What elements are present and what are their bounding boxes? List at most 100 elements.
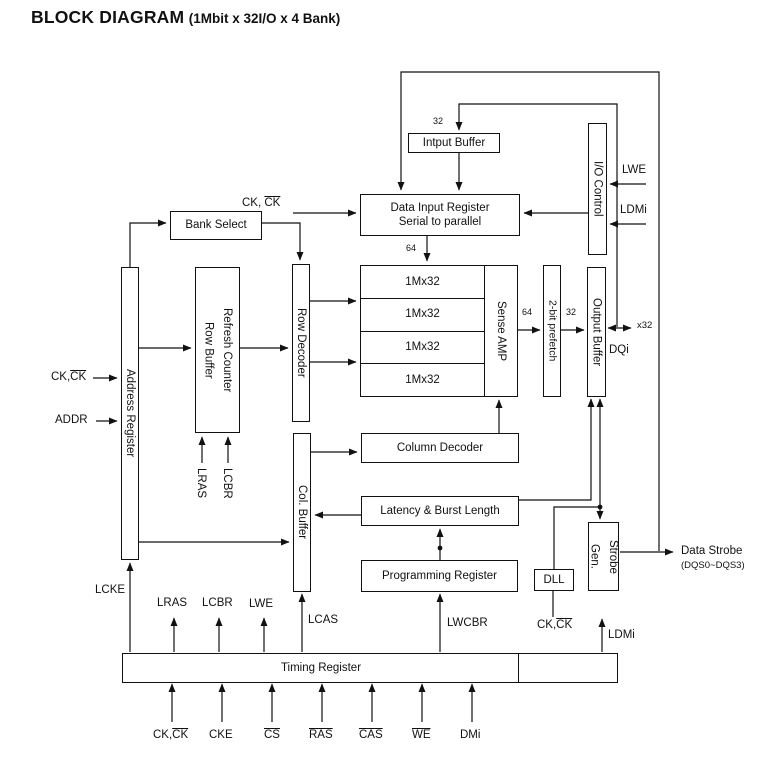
label-bus-64-dir: 64 xyxy=(406,243,417,253)
label-part-overline: CS xyxy=(264,729,280,741)
title-main: BLOCK DIAGRAM xyxy=(31,7,185,27)
block-strobe-gen-label: Strobe Gen. xyxy=(585,540,622,574)
block-sense-amp: Sense AMP xyxy=(484,265,518,397)
label-part-overline: CK xyxy=(264,197,281,209)
wire-dll-to-outputbuffer xyxy=(553,398,604,569)
label-lwe-bottom: LWE xyxy=(249,598,274,610)
label-dqs-range: (DQS0~DQS3) xyxy=(681,560,745,571)
label-lcbr-bottom: LCBR xyxy=(202,597,233,609)
label-part: CK, xyxy=(51,371,71,383)
timing-register-text: Timing Register xyxy=(280,661,362,674)
wire-dqs-feedback-to-dir xyxy=(397,71,660,551)
block-col-buffer: Col. Buffer xyxy=(293,433,311,592)
block-refresh-counter: Refresh Counter Row Buffer xyxy=(195,267,240,433)
label-data-strobe: Data Strobe xyxy=(681,545,743,557)
block-timing-register-label: Timing Register xyxy=(123,654,519,682)
wire-addrreg-to-bankselect xyxy=(129,219,167,267)
title-sub: (1Mbit x 32I/O x 4 Bank) xyxy=(188,11,341,26)
block-io-control-label: I/O Control xyxy=(591,161,604,217)
block-prefetch-label: 2-bit prefetch xyxy=(546,300,559,362)
label-part-overline: CAS xyxy=(359,729,383,741)
label-lras-bottom: LRAS xyxy=(157,597,188,609)
label-lcbr-vertical: LCBR xyxy=(221,468,233,499)
block-row-decoder: Row Decoder xyxy=(292,264,310,422)
block-latency-burst: Latency & Burst Length xyxy=(361,496,519,526)
block-refresh-counter-line1: Refresh Counter xyxy=(220,307,233,393)
block-prefetch: 2-bit prefetch xyxy=(543,265,561,397)
block-input-buffer: Intput Buffer xyxy=(408,133,500,153)
label-part-overline: WE xyxy=(412,729,431,741)
junction-dot-programming xyxy=(437,545,443,551)
block-latency-burst-label: Latency & Burst Length xyxy=(380,504,500,517)
label-in-ckck: CK,CK xyxy=(153,729,188,742)
page-title: BLOCK DIAGRAM (1Mbit x 32I/O x 4 Bank) xyxy=(31,7,340,28)
label-part-overline: CK xyxy=(172,729,189,741)
wire-bankselect-to-rowdecoder xyxy=(262,222,304,261)
label-in-ras: RAS xyxy=(309,729,333,742)
label-part-overline: CK xyxy=(556,619,573,631)
block-io-control: I/O Control xyxy=(588,123,607,255)
label-lcas: LCAS xyxy=(308,614,339,626)
label-in-we: WE xyxy=(412,729,431,742)
block-address-register-label: Address Register xyxy=(124,369,137,458)
block-data-input-register-line1: Data Input Register xyxy=(390,201,490,214)
label-part-overline: RAS xyxy=(309,729,333,741)
block-programming-register-label: Programming Register xyxy=(381,569,498,582)
label-lcke: LCKE xyxy=(95,584,126,596)
label-lras-vertical: LRAS xyxy=(195,468,207,499)
block-timing-register: Timing Register xyxy=(122,653,618,683)
block-col-buffer-label: Col. Buffer xyxy=(296,485,309,540)
bank-cell-2: 1Mx32 xyxy=(361,332,484,365)
bank-cell-3: 1Mx32 xyxy=(405,373,440,386)
wire-latency-to-outputbuffer xyxy=(519,398,595,501)
block-column-decoder: Column Decoder xyxy=(361,433,519,463)
label-bus-64-mid: 64 xyxy=(522,307,533,317)
bank-cell-1: 1Mx32 xyxy=(361,299,484,332)
label-ck-ck-dll: CK,CK xyxy=(537,619,572,632)
block-column-decoder-label: Column Decoder xyxy=(396,441,484,454)
label-ck-ck-addr: CK,CK xyxy=(51,371,86,384)
block-address-register: Address Register xyxy=(121,267,139,560)
label-in-cs: CS xyxy=(264,729,280,742)
block-bank-select: Bank Select xyxy=(170,211,262,240)
label-ldmi-iocontrol: LDMi xyxy=(620,204,647,216)
block-data-input-register-line2: Serial to parallel xyxy=(398,216,482,228)
bank-cell-0: 1Mx32 xyxy=(361,266,484,299)
block-strobe-gen: Strobe Gen. xyxy=(588,522,619,591)
block-data-input-register: Data Input Register Serial to parallel xyxy=(360,194,520,236)
label-ldmi-bottom: LDMi xyxy=(608,629,635,641)
block-dll: DLL xyxy=(534,569,574,591)
wire-dq-to-input-buffer xyxy=(455,103,618,327)
block-bank-select-label: Bank Select xyxy=(185,219,247,232)
block-programming-register: Programming Register xyxy=(361,560,518,592)
block-strobe-gen-line2: Gen. xyxy=(588,544,601,569)
label-in-dmi: DMi xyxy=(460,729,481,741)
label-part: CK, xyxy=(537,619,557,631)
block-dll-label: DLL xyxy=(543,573,565,586)
label-lwcbr: LWCBR xyxy=(447,617,488,629)
block-strobe-gen-line1: Strobe xyxy=(606,539,619,574)
label-part-overline: CK xyxy=(70,371,87,383)
block-output-buffer: Output Buffer xyxy=(587,267,606,397)
label-dqi: DQi xyxy=(609,344,629,356)
label-part: CK, xyxy=(242,197,265,209)
block-sense-amp-label: Sense AMP xyxy=(495,300,508,362)
block-refresh-counter-line2: Row Buffer xyxy=(202,321,215,379)
block-memory-banks: 1Mx32 1Mx32 1Mx32 1Mx32 xyxy=(360,265,485,397)
block-input-buffer-label: Intput Buffer xyxy=(422,136,486,149)
timing-register-divider xyxy=(518,654,519,682)
block-output-buffer-label: Output Buffer xyxy=(590,297,603,367)
block-refresh-counter-label: Refresh Counter Row Buffer xyxy=(199,308,236,392)
junction-dot-dll xyxy=(597,504,603,510)
label-addr: ADDR xyxy=(55,414,88,426)
label-x32: x32 xyxy=(637,320,653,331)
label-lwe-iocontrol: LWE xyxy=(622,164,647,176)
label-in-cas: CAS xyxy=(359,729,383,742)
label-bus-32-mid: 32 xyxy=(566,307,577,317)
label-ck-ck-top: CK, CK xyxy=(242,197,280,210)
block-row-decoder-label: Row Decoder xyxy=(295,308,308,378)
label-part: CK, xyxy=(153,729,173,741)
label-in-cke: CKE xyxy=(209,729,233,741)
